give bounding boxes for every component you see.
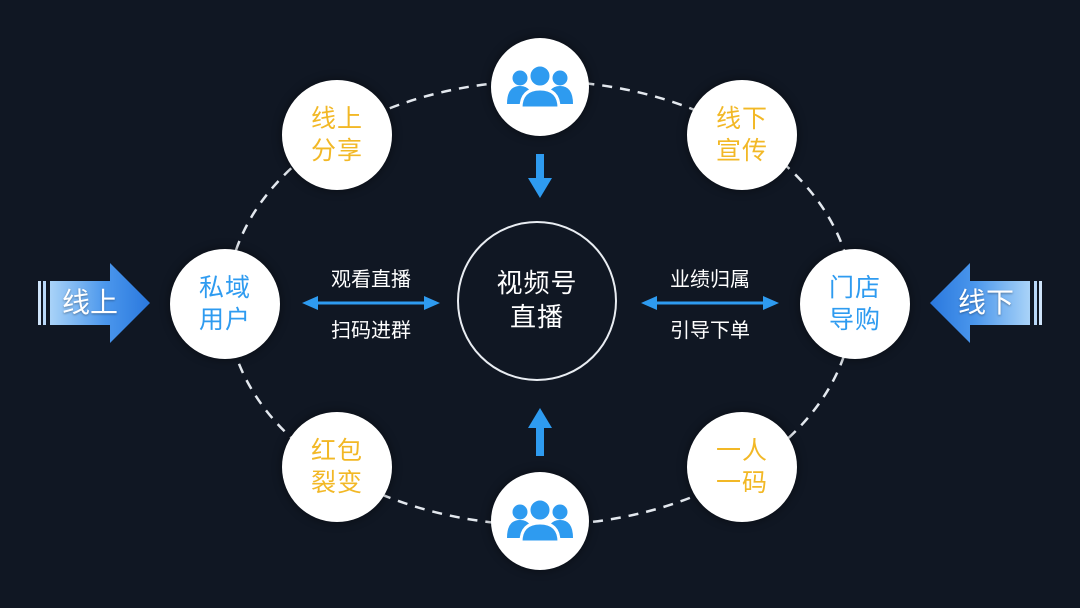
node-one-code: 一人 一码	[687, 412, 797, 522]
node-offline-promo-line2: 宣传	[715, 136, 768, 165]
label-watch-live: 观看直播	[331, 267, 411, 291]
center-live-node: 视频号 直播	[457, 221, 617, 381]
node-private-users: 私域 用户	[170, 249, 280, 359]
node-one-code-line1: 一人	[715, 436, 768, 465]
side-arrow-right	[930, 263, 1042, 343]
node-red-packet-line1: 红包	[310, 436, 363, 465]
node-offline-promo-line1: 线下	[715, 104, 768, 133]
node-store-guide-line2: 导购	[828, 305, 881, 334]
center-line1: 视频号	[496, 269, 578, 299]
arrow-up	[528, 408, 552, 456]
label-performance: 业绩归属	[670, 267, 750, 291]
node-store-guide-line1: 门店	[828, 273, 881, 302]
top-users-node	[491, 38, 589, 136]
label-guide-order: 引导下单	[670, 318, 750, 342]
node-red-packet: 红包 裂变	[282, 412, 392, 522]
node-private-users-line2: 用户	[198, 305, 251, 334]
node-store-guide: 门店 导购	[800, 249, 910, 359]
right-double-arrow	[641, 296, 779, 310]
bottom-users-node	[491, 472, 589, 570]
users-icon	[505, 63, 575, 110]
left-double-arrow	[302, 296, 440, 310]
side-label-online: 线上	[62, 286, 119, 319]
node-offline-promo: 线下 宣传	[687, 80, 797, 190]
node-online-share-line1: 线上	[310, 104, 363, 133]
center-line2: 直播	[509, 303, 564, 333]
users-icon	[505, 497, 575, 544]
node-red-packet-line2: 裂变	[310, 468, 363, 497]
node-private-users-line1: 私域	[198, 273, 251, 302]
label-scan-join: 扫码进群	[331, 318, 411, 342]
side-arrow-left	[38, 263, 150, 343]
side-label-offline: 线下	[958, 286, 1015, 319]
arrow-down	[528, 154, 552, 198]
node-online-share: 线上 分享	[282, 80, 392, 190]
node-one-code-line2: 一码	[715, 468, 768, 497]
node-online-share-line2: 分享	[310, 136, 363, 165]
